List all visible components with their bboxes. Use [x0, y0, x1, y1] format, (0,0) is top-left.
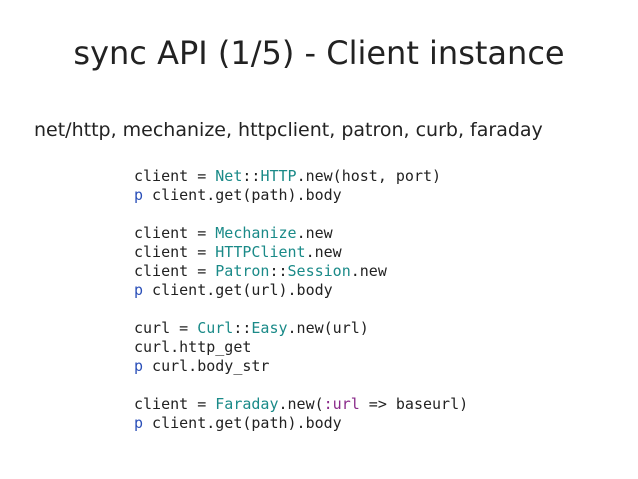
- code-text: curl =: [134, 319, 198, 337]
- code-symbol: :url: [323, 395, 360, 413]
- slide-title: sync API (1/5) - Client instance: [73, 34, 565, 72]
- code-constant: Curl: [197, 319, 234, 337]
- code-keyword: p: [134, 414, 144, 432]
- code-text: client.get(path).body: [143, 186, 342, 204]
- code-constant: HTTPClient: [215, 243, 306, 261]
- code-line: curl = Curl::Easy.new(url): [134, 319, 468, 338]
- code-line: p client.get(path).body: [134, 186, 468, 205]
- code-text: .new(host, port): [296, 167, 442, 185]
- code-block: client = Net::HTTP.new(host, port)p clie…: [134, 167, 468, 433]
- code-text: .new(: [278, 395, 324, 413]
- code-line: p curl.body_str: [134, 357, 468, 376]
- code-line: [134, 300, 468, 319]
- code-text: curl.body_str: [143, 357, 270, 375]
- code-text: .new(url): [287, 319, 369, 337]
- code-text: ::: [242, 167, 261, 185]
- code-text: client =: [134, 167, 216, 185]
- code-text: curl.http_get: [134, 338, 252, 356]
- code-line: client = HTTPClient.new: [134, 243, 468, 262]
- code-line: [134, 376, 468, 395]
- code-text: client.get(path).body: [143, 414, 342, 432]
- code-constant: HTTP: [260, 167, 297, 185]
- code-keyword: p: [134, 357, 144, 375]
- code-line: [134, 205, 468, 224]
- code-keyword: p: [134, 186, 144, 204]
- code-line: curl.http_get: [134, 338, 468, 357]
- code-text: client =: [134, 262, 216, 280]
- code-constant: Net: [215, 167, 243, 185]
- code-constant: Faraday: [215, 395, 279, 413]
- code-text: client.get(url).body: [143, 281, 333, 299]
- code-text: client =: [134, 395, 216, 413]
- code-line: client = Patron::Session.new: [134, 262, 468, 281]
- code-text: client =: [134, 243, 216, 261]
- code-text: client =: [134, 224, 216, 242]
- code-constant: Session: [287, 262, 351, 280]
- code-line: p client.get(url).body: [134, 281, 468, 300]
- code-keyword: p: [134, 281, 144, 299]
- code-text: .new: [350, 262, 387, 280]
- code-constant: Mechanize: [215, 224, 297, 242]
- code-line: p client.get(path).body: [134, 414, 468, 433]
- code-text: .new: [305, 243, 342, 261]
- code-text: ::: [233, 319, 252, 337]
- code-text: .new: [296, 224, 333, 242]
- code-line: client = Mechanize.new: [134, 224, 468, 243]
- code-text: ::: [269, 262, 288, 280]
- code-constant: Patron: [215, 262, 270, 280]
- code-line: client = Net::HTTP.new(host, port): [134, 167, 468, 186]
- code-constant: Easy: [251, 319, 288, 337]
- code-line: client = Faraday.new(:url => baseurl): [134, 395, 468, 414]
- slide-subtitle: net/http, mechanize, httpclient, patron,…: [34, 119, 543, 141]
- code-text: => baseurl): [359, 395, 469, 413]
